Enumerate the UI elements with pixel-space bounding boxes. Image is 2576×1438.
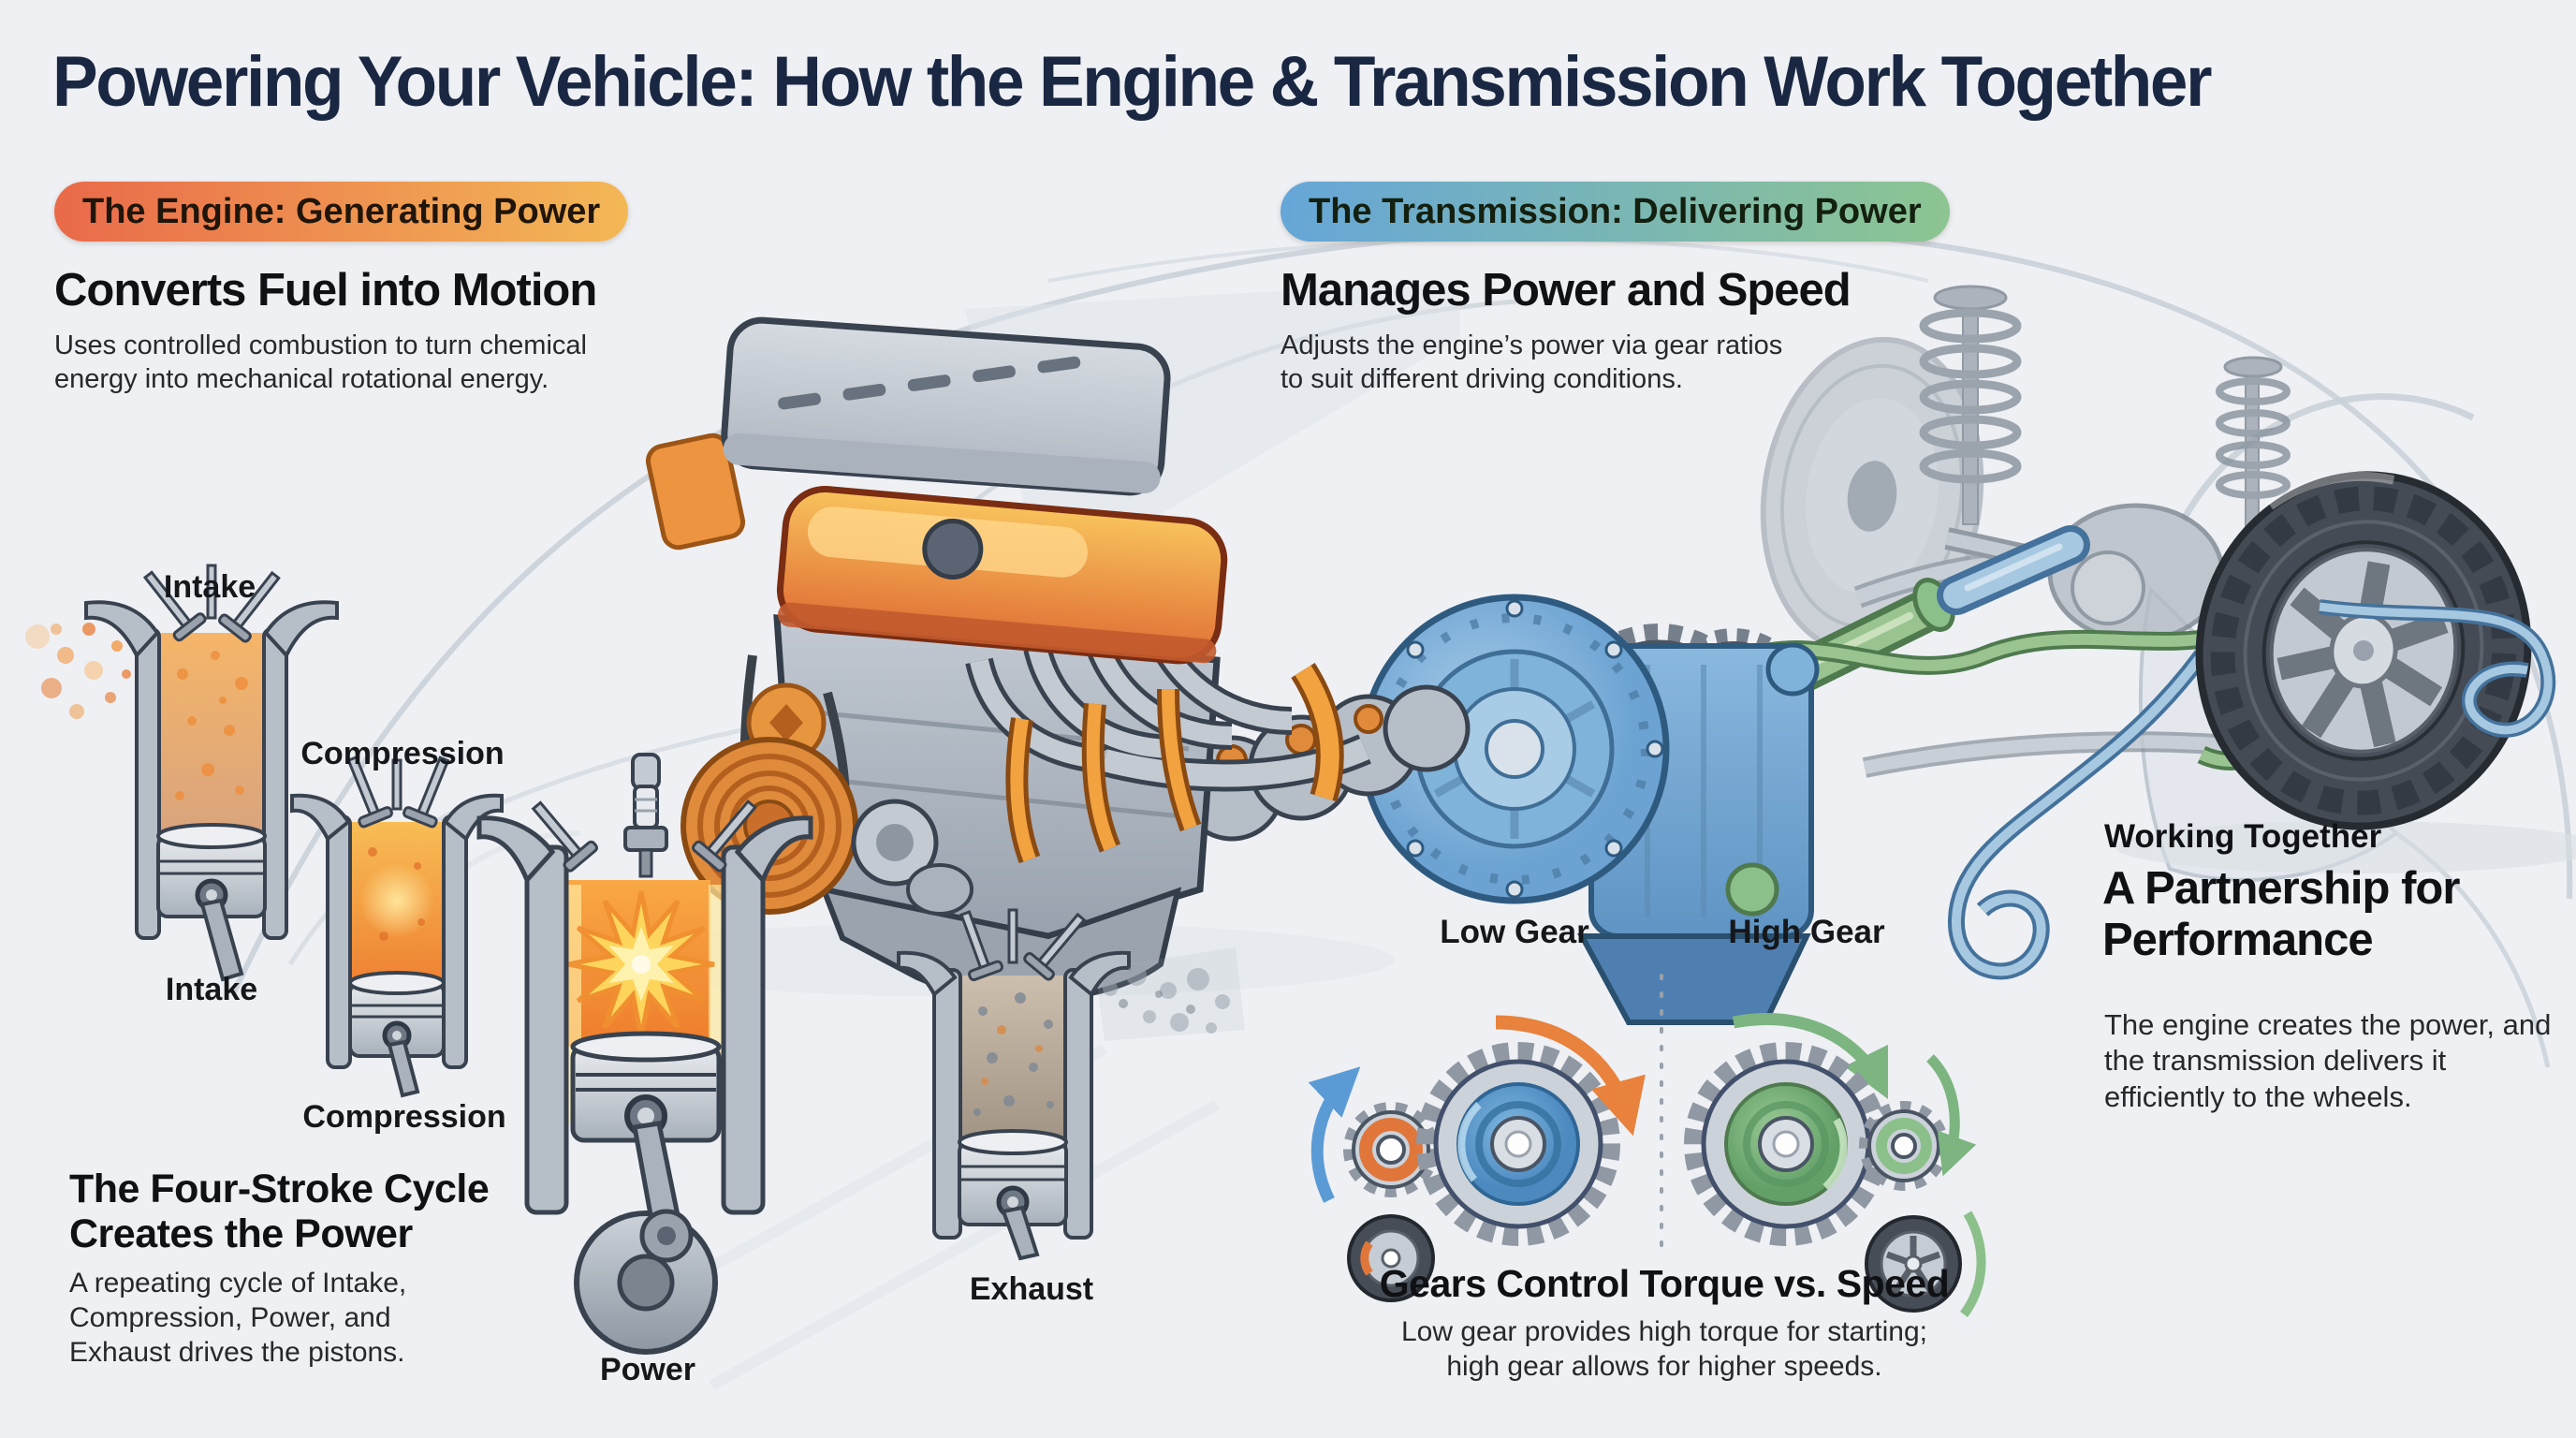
high-gear-tire — [1865, 1211, 1986, 1317]
low-gear-label: Low Gear — [1440, 914, 1589, 950]
gears-body: Low gear provides high torque for starti… — [1401, 1316, 1927, 1383]
rear-wheel — [2195, 471, 2532, 830]
label-exhaust: Exhaust — [969, 1271, 1094, 1307]
low-gear-group — [1308, 1015, 1646, 1302]
piston-exhaust-diagram — [897, 908, 1245, 1261]
label-power: Power — [599, 1352, 696, 1387]
engine-section-heading: Converts Fuel into Motion — [54, 265, 597, 315]
high-gear-label: High Gear — [1728, 914, 1885, 950]
high-gear-group — [1684, 1013, 1986, 1317]
valve-cover — [776, 486, 1228, 665]
exhaust-smoke — [1103, 965, 1230, 1034]
engine-section-badge: The Engine: Generating Power — [54, 182, 629, 242]
working-together-kicker: Working Together — [2104, 818, 2382, 855]
label-intake-top: Intake — [163, 569, 256, 605]
transmission-section-badge: The Transmission: Delivering Power — [1281, 182, 1950, 242]
transmission-illustration — [1359, 594, 1820, 1025]
piston-power-diagram — [476, 753, 813, 1355]
hose-loop-right — [2318, 599, 2556, 738]
working-together-heading: A Partnership for Performance — [2102, 863, 2460, 966]
spark-plug — [623, 753, 668, 878]
transmission-section-body: Adjusts the engine’s power via gear rati… — [1281, 330, 1783, 394]
bell-housing — [1359, 594, 1670, 904]
label-intake-bottom: Intake — [165, 972, 258, 1007]
coil-spring-left — [1919, 308, 2022, 484]
piston-intake-diagram — [25, 564, 339, 982]
intake-cover — [721, 316, 1171, 496]
gears-heading: Gears Control Torque vs. Speed — [1379, 1262, 1950, 1305]
piston-compression-diagram — [290, 755, 504, 1098]
coil-spring-right — [2216, 377, 2291, 499]
label-compression-bottom: Compression — [302, 1099, 506, 1135]
low-gear-tire — [1347, 1214, 1435, 1302]
four-stroke-body: A repeating cycle of Intake, Compression… — [69, 1268, 407, 1369]
working-together-body: The engine creates the power, and the tr… — [2104, 1008, 2552, 1113]
fuel-spray — [25, 623, 131, 719]
engine-section-body: Uses controlled combustion to turn chemi… — [54, 330, 587, 394]
gears-comparison — [1308, 974, 1986, 1317]
spark-plug-wires — [1005, 688, 1202, 864]
page-title: Powering Your Vehicle: How the Engine & … — [52, 42, 2213, 122]
four-stroke-heading: The Four-Stroke Cycle Creates the Power — [69, 1167, 490, 1257]
label-compression-top: Compression — [300, 736, 505, 771]
transmission-section-heading: Manages Power and Speed — [1281, 265, 1852, 315]
